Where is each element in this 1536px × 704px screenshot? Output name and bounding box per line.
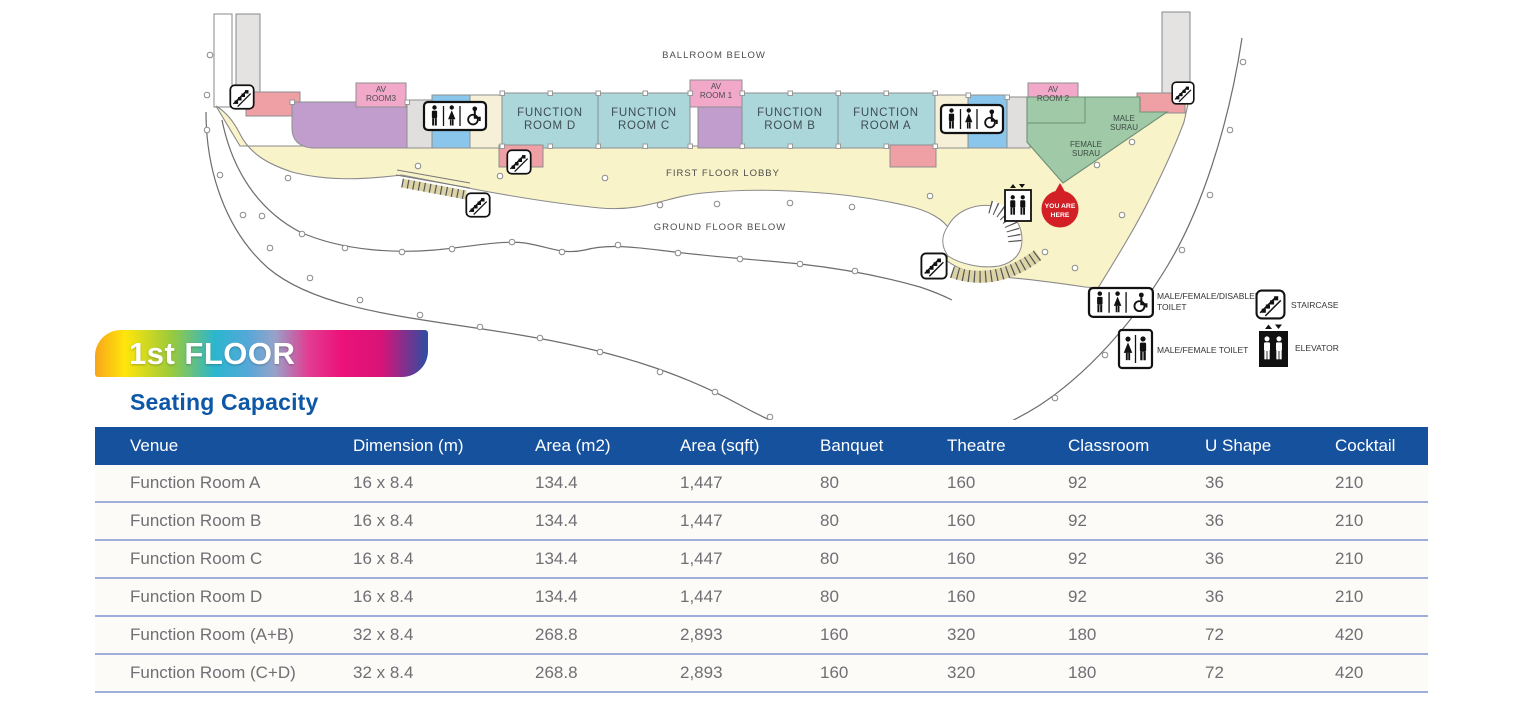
- ground-floor-below-label: GROUND FLOOR BELOW: [654, 222, 787, 233]
- floor-banner: 1st FLOOR: [95, 330, 428, 377]
- svg-text:ROOM D: ROOM D: [524, 120, 576, 132]
- function-room-b-label: FUNCTION: [757, 107, 823, 119]
- floor-plan: BALLROOM BELOW FIRST FLOOR LOBBY GROUND …: [203, 11, 1339, 420]
- staircase-icon: [465, 192, 491, 218]
- function-room-d-label: FUNCTION: [517, 107, 583, 119]
- male-surau-label: MALE: [1113, 114, 1135, 123]
- table-row: Function Room C 16 x 8.4 134.4 1,447 80 …: [95, 541, 1428, 579]
- table-row: Function Room (C+D) 32 x 8.4 268.8 2,893…: [95, 655, 1428, 693]
- cell-venue: Function Room B: [130, 511, 262, 530]
- svg-text:ROOM C: ROOM C: [618, 120, 670, 132]
- column-markers: [203, 51, 1247, 420]
- av-room-3: [355, 82, 407, 108]
- col-header-area-sqft: Area (sqft): [680, 436, 760, 455]
- surau-area: [1026, 96, 1169, 184]
- staircase-icon: [506, 149, 532, 175]
- av-room-1-label: AV: [711, 82, 722, 91]
- cell-venue: Function Room C: [130, 549, 263, 568]
- male-female-disabled-toilet-sign: [941, 105, 1003, 133]
- col-header-classroom: Classroom: [1068, 436, 1150, 455]
- col-header-area-m2: Area (m2): [535, 436, 611, 455]
- table-row: Function Room A 16 x 8.4 134.4 1,447 80 …: [95, 465, 1428, 503]
- function-room-c: [597, 92, 691, 149]
- plan-legend: MALE/FEMALE/DISABLED TOILET STAIRCASE MA…: [1089, 288, 1339, 368]
- ballroom-below-label: BALLROOM BELOW: [662, 50, 766, 61]
- staircase-icon: [1171, 81, 1195, 105]
- function-room-c-label: FUNCTION: [611, 107, 677, 119]
- stair-landing-a: [889, 144, 937, 168]
- male-female-disabled-toilet-sign: [1089, 288, 1153, 317]
- section-title: Seating Capacity: [130, 389, 319, 415]
- elevator-icon: [1005, 184, 1031, 221]
- svg-text:ROOM A: ROOM A: [861, 120, 912, 132]
- col-header-cocktail: Cocktail: [1335, 436, 1396, 455]
- you-are-here-pin: YOU ARE HERE: [1041, 183, 1079, 228]
- staircase-icon: [1255, 289, 1286, 320]
- col-header-theatre: Theatre: [947, 436, 1006, 455]
- cell-venue: Function Room D: [130, 587, 263, 606]
- cell-venue: Function Room (A+B): [130, 625, 294, 644]
- svg-text:SURAU: SURAU: [1110, 123, 1138, 132]
- plan-labels: BALLROOM BELOW FIRST FLOOR LOBBY GROUND …: [366, 50, 1138, 233]
- cell-venue: Function Room A: [130, 473, 261, 492]
- legend-label: MALE/FEMALE TOILET: [1157, 345, 1248, 355]
- svg-text:YOU ARE: YOU ARE: [1045, 203, 1076, 210]
- svg-text:HERE: HERE: [1051, 212, 1070, 219]
- first-floor-lobby-label: FIRST FLOOR LOBBY: [666, 168, 780, 179]
- svg-text:ROOM3: ROOM3: [366, 94, 396, 103]
- table-row: Function Room (A+B) 32 x 8.4 268.8 2,893…: [95, 617, 1428, 655]
- legend-label: STAIRCASE: [1291, 300, 1339, 310]
- legend-label: ELEVATOR: [1295, 343, 1339, 353]
- store-room-left: [291, 101, 408, 149]
- legend-label: MALE/FEMALE/DISABLED: [1157, 291, 1261, 301]
- col-header-u-shape: U Shape: [1205, 436, 1272, 455]
- staircase-icon: [920, 252, 948, 280]
- floor-title: 1st FLOOR: [129, 335, 296, 371]
- male-female-toilet-sign: [1119, 330, 1152, 368]
- cell-venue: Function Room (C+D): [130, 663, 296, 682]
- elevator-icon: [1259, 325, 1288, 368]
- svg-text:TOILET: TOILET: [1157, 302, 1187, 312]
- col-header-dimension: Dimension (m): [353, 436, 464, 455]
- av-room-3-label: AV: [376, 85, 387, 94]
- staircase-icon: [229, 84, 255, 110]
- col-header-banquet: Banquet: [820, 436, 884, 455]
- seating-capacity-table: Venue Dimension (m) Area (m2) Area (sqft…: [95, 427, 1428, 693]
- svg-text:ROOM 2: ROOM 2: [1037, 94, 1070, 103]
- room-column-markers: [289, 90, 1010, 149]
- svg-text:SURAU: SURAU: [1072, 149, 1100, 158]
- av-room-2-label: AV: [1048, 85, 1059, 94]
- table-header-row: Venue Dimension (m) Area (m2) Area (sqft…: [95, 427, 1428, 465]
- male-female-disabled-toilet-sign: [424, 102, 486, 130]
- table-row: Function Room D 16 x 8.4 134.4 1,447 80 …: [95, 579, 1428, 617]
- svg-text:ROOM B: ROOM B: [764, 120, 815, 132]
- building-outline: [205, 37, 1243, 420]
- function-room-a-label: FUNCTION: [853, 107, 919, 119]
- table-row: Function Room B 16 x 8.4 134.4 1,447 80 …: [95, 503, 1428, 541]
- female-surau-label: FEMALE: [1070, 140, 1102, 149]
- svg-text:ROOM 1: ROOM 1: [700, 91, 733, 100]
- col-header-venue: Venue: [130, 436, 179, 455]
